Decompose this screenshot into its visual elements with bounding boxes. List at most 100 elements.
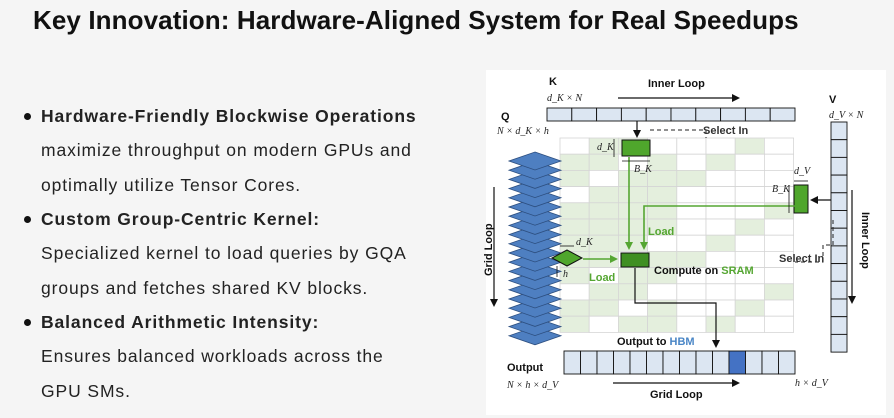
inner-loop-right-label: Inner Loop: [859, 212, 871, 269]
bullet-item: Balanced Arithmetic Intensity: Ensures b…: [24, 306, 484, 409]
grid-cell: [647, 315, 678, 333]
query-block: [507, 151, 563, 171]
grid-cell: [705, 169, 736, 187]
grid-cell: [559, 169, 590, 187]
output-bar: [563, 350, 796, 375]
inner-loop-top-label: Inner Loop: [648, 78, 705, 90]
output-block: [646, 350, 664, 375]
grid-cell: [705, 186, 736, 204]
selected-v-block: [793, 184, 809, 214]
grid-cell: [705, 218, 736, 236]
grid-cell: [618, 283, 649, 301]
grid-cell: [559, 315, 590, 333]
grid-cell: [764, 234, 795, 252]
grid-cell: [559, 153, 590, 171]
value-block: [830, 245, 848, 265]
key-block: [720, 107, 746, 122]
value-block: [830, 174, 848, 194]
select-in-top-label: Select In: [703, 125, 749, 137]
query-block-stack: [507, 151, 563, 346]
bullet-text: groups and fetches shared KV blocks.: [41, 278, 369, 298]
value-block: [830, 139, 848, 158]
bullet-text: Specialized kernel to load queries by GQ…: [41, 243, 407, 263]
grid-cell: [676, 169, 707, 187]
grid-cell: [559, 283, 590, 301]
bullet-dot: [24, 113, 31, 120]
grid-cell: [676, 153, 707, 171]
grid-cell: [764, 315, 795, 333]
bullet-text: optimally utilize Tensor Cores.: [41, 175, 302, 195]
output-dims: N × h × d_V: [506, 380, 560, 391]
dk-label: d_K: [597, 142, 615, 153]
output-block: [613, 350, 631, 375]
key-block: [620, 107, 647, 122]
grid-cell: [588, 234, 619, 252]
grid-cell: [734, 137, 765, 155]
grid-cell: [676, 283, 707, 301]
output-arrow: [634, 268, 720, 348]
bullet-item: Custom Group-Centric Kernel: Specialized…: [24, 203, 484, 306]
grid-cell: [676, 234, 707, 252]
grid-cell: [734, 315, 765, 333]
output-to-text: Output to: [617, 336, 667, 348]
grid-cell: [734, 283, 765, 301]
key-block: [695, 107, 722, 122]
bullet-text: GPU SMs.: [41, 381, 131, 401]
key-bar: [546, 107, 796, 122]
value-block: [830, 121, 848, 141]
sram-text: SRAM: [721, 265, 753, 277]
grid-cell: [647, 153, 678, 171]
v-dims: d_V × N: [829, 110, 865, 121]
grid-cell: [734, 218, 765, 236]
compute-on-text: Compute on: [654, 265, 718, 277]
grid-cell: [588, 202, 619, 220]
key-block: [645, 107, 672, 122]
grid-cell: [559, 137, 590, 155]
dv-label: d_V: [794, 166, 812, 177]
q-dk-label: d_K: [576, 237, 594, 248]
bullet-title: Balanced Arithmetic Intensity:: [41, 312, 320, 332]
value-block: [830, 280, 848, 300]
grid-cell: [676, 137, 707, 155]
output-block: [761, 350, 779, 375]
grid-cell: [734, 169, 765, 187]
key-block: [670, 107, 697, 122]
output-block: [695, 350, 713, 375]
value-block: [830, 156, 848, 176]
output-block: [596, 350, 614, 375]
select-in-dashed-right: [795, 220, 834, 263]
bullet-dot: [24, 216, 31, 223]
grid-cell: [734, 234, 765, 252]
value-bar: [830, 121, 848, 353]
output-block: [745, 350, 763, 375]
grid-loop-left-label: Grid Loop: [483, 223, 495, 276]
grid-cell: [734, 153, 765, 171]
grid-cell: [559, 186, 590, 204]
grid-cell: [647, 137, 678, 155]
bullet-text: maximize throughput on modern GPUs and: [41, 140, 412, 160]
load-left-label: Load: [589, 272, 615, 284]
grid-cell: [705, 283, 736, 301]
grid-cell: [618, 315, 649, 333]
key-block: [596, 107, 622, 122]
key-block: [744, 107, 771, 122]
grid-cell: [764, 218, 795, 236]
grid-cell: [588, 315, 619, 333]
grid-cell: [647, 169, 678, 187]
output-block: [662, 350, 680, 375]
selected-q-block: [550, 249, 584, 267]
value-block: [830, 210, 848, 229]
sram-compute-block: [620, 252, 650, 268]
h-label: h: [563, 269, 568, 280]
q-dims: N × d_K × h: [496, 126, 549, 137]
bullet-item: Hardware-Friendly Blockwise Operations m…: [24, 100, 484, 203]
h-dv-label: h × d_V: [795, 378, 830, 389]
grid-cell: [764, 137, 795, 155]
value-block: [830, 333, 848, 353]
output-to-label: Output to HBM: [617, 336, 695, 348]
k-label: K: [549, 76, 557, 88]
bullet-title: Custom Group-Centric Kernel:: [41, 209, 320, 229]
grid-cell: [559, 202, 590, 220]
output-label: Output: [507, 362, 543, 374]
